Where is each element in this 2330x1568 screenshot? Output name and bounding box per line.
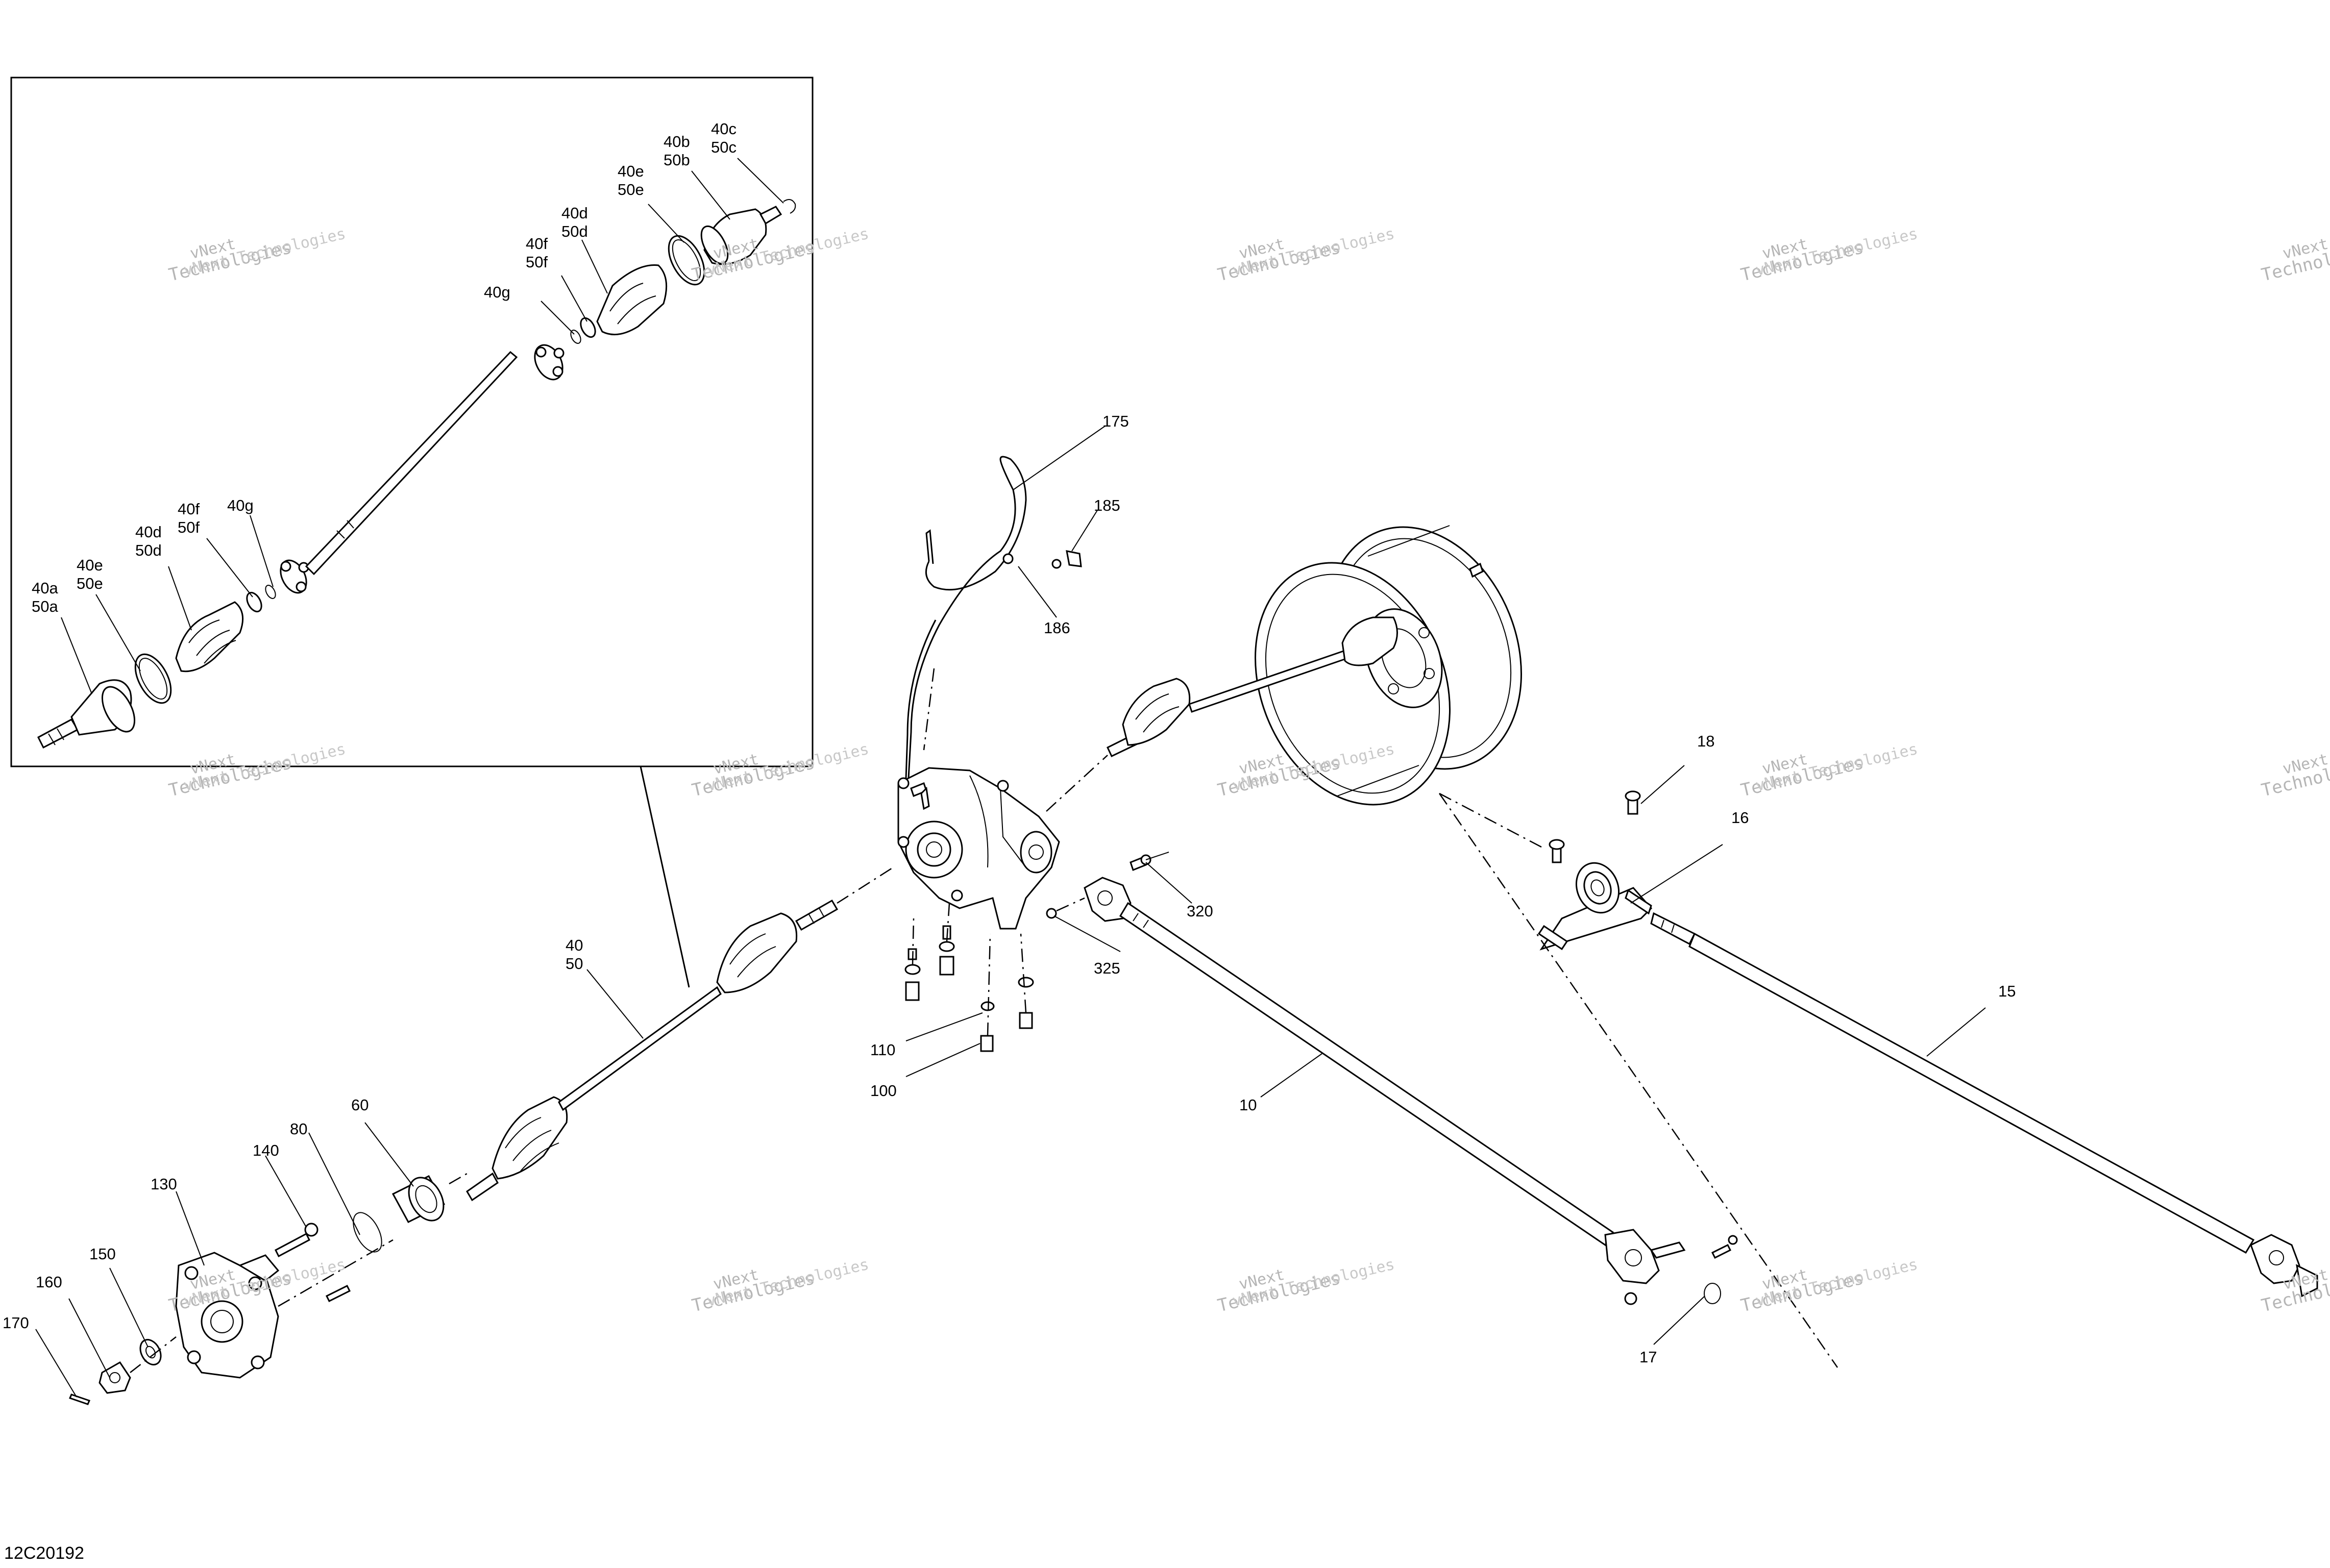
callout-40d-50d-upper: 40d 50d bbox=[561, 204, 588, 240]
callout-40d-50d-lower: 40d 50d bbox=[135, 523, 162, 559]
callout-175: 175 bbox=[1102, 412, 1129, 430]
inset-leader-lines bbox=[61, 158, 784, 694]
callout-40a-50a: 40a 50a bbox=[32, 579, 58, 615]
callout-80: 80 bbox=[290, 1120, 308, 1138]
vent-tube bbox=[905, 456, 1082, 779]
callout-160: 160 bbox=[36, 1273, 62, 1291]
callout-40f-50f-upper: 40f 50f bbox=[526, 235, 548, 271]
callout-40-50: 40 50 bbox=[566, 936, 583, 973]
callout-40e-50e-lower: 40e 50e bbox=[77, 556, 103, 592]
callout-60: 60 bbox=[351, 1096, 369, 1114]
callout-325: 325 bbox=[1094, 959, 1120, 977]
wheel-rim bbox=[1046, 525, 1522, 812]
callout-40g-upper: 40g bbox=[484, 283, 510, 301]
rear-prop-shaft-and-support-bearing bbox=[1537, 790, 2318, 1298]
knuckle-hub bbox=[175, 1223, 394, 1379]
callout-185: 185 bbox=[1094, 496, 1120, 514]
callout-320: 320 bbox=[1187, 902, 1213, 920]
callout-17: 17 bbox=[1639, 1348, 1657, 1366]
callout-186: 186 bbox=[1044, 619, 1070, 637]
callout-40g-lower: 40g bbox=[227, 496, 254, 514]
main-leader-lines bbox=[35, 426, 1986, 1398]
callout-170: 170 bbox=[3, 1314, 29, 1332]
prop-shaft bbox=[1046, 852, 1738, 1305]
callout-15: 15 bbox=[1998, 982, 2016, 1000]
inset-detail-frame bbox=[10, 77, 814, 767]
reference-line bbox=[1439, 792, 1542, 848]
callout-110: 110 bbox=[870, 1041, 896, 1059]
callout-40c-50c: 40c 50c bbox=[711, 120, 737, 156]
main-axle-shaft bbox=[466, 866, 894, 1202]
callout-10: 10 bbox=[1239, 1096, 1257, 1114]
callout-40e-50e-upper: 40e 50e bbox=[618, 162, 644, 198]
callout-40b-50b: 40b 50b bbox=[664, 133, 690, 169]
drawing-code: 12C20192 bbox=[4, 1544, 84, 1563]
callout-140: 140 bbox=[253, 1141, 279, 1159]
callout-16: 16 bbox=[1731, 809, 1749, 827]
callout-150: 150 bbox=[89, 1245, 116, 1263]
callout-130: 130 bbox=[151, 1175, 177, 1193]
callout-40f-50f-lower: 40f 50f bbox=[178, 500, 200, 536]
wheel-bearing-and-ring bbox=[353, 1173, 468, 1253]
inset-leader-line bbox=[640, 766, 690, 988]
inset-drive-shaft bbox=[37, 199, 796, 749]
front-differential bbox=[897, 767, 1060, 1052]
hub-nut-washer-pin bbox=[68, 1336, 177, 1405]
callout-18: 18 bbox=[1697, 732, 1715, 750]
callout-100: 100 bbox=[870, 1082, 897, 1100]
